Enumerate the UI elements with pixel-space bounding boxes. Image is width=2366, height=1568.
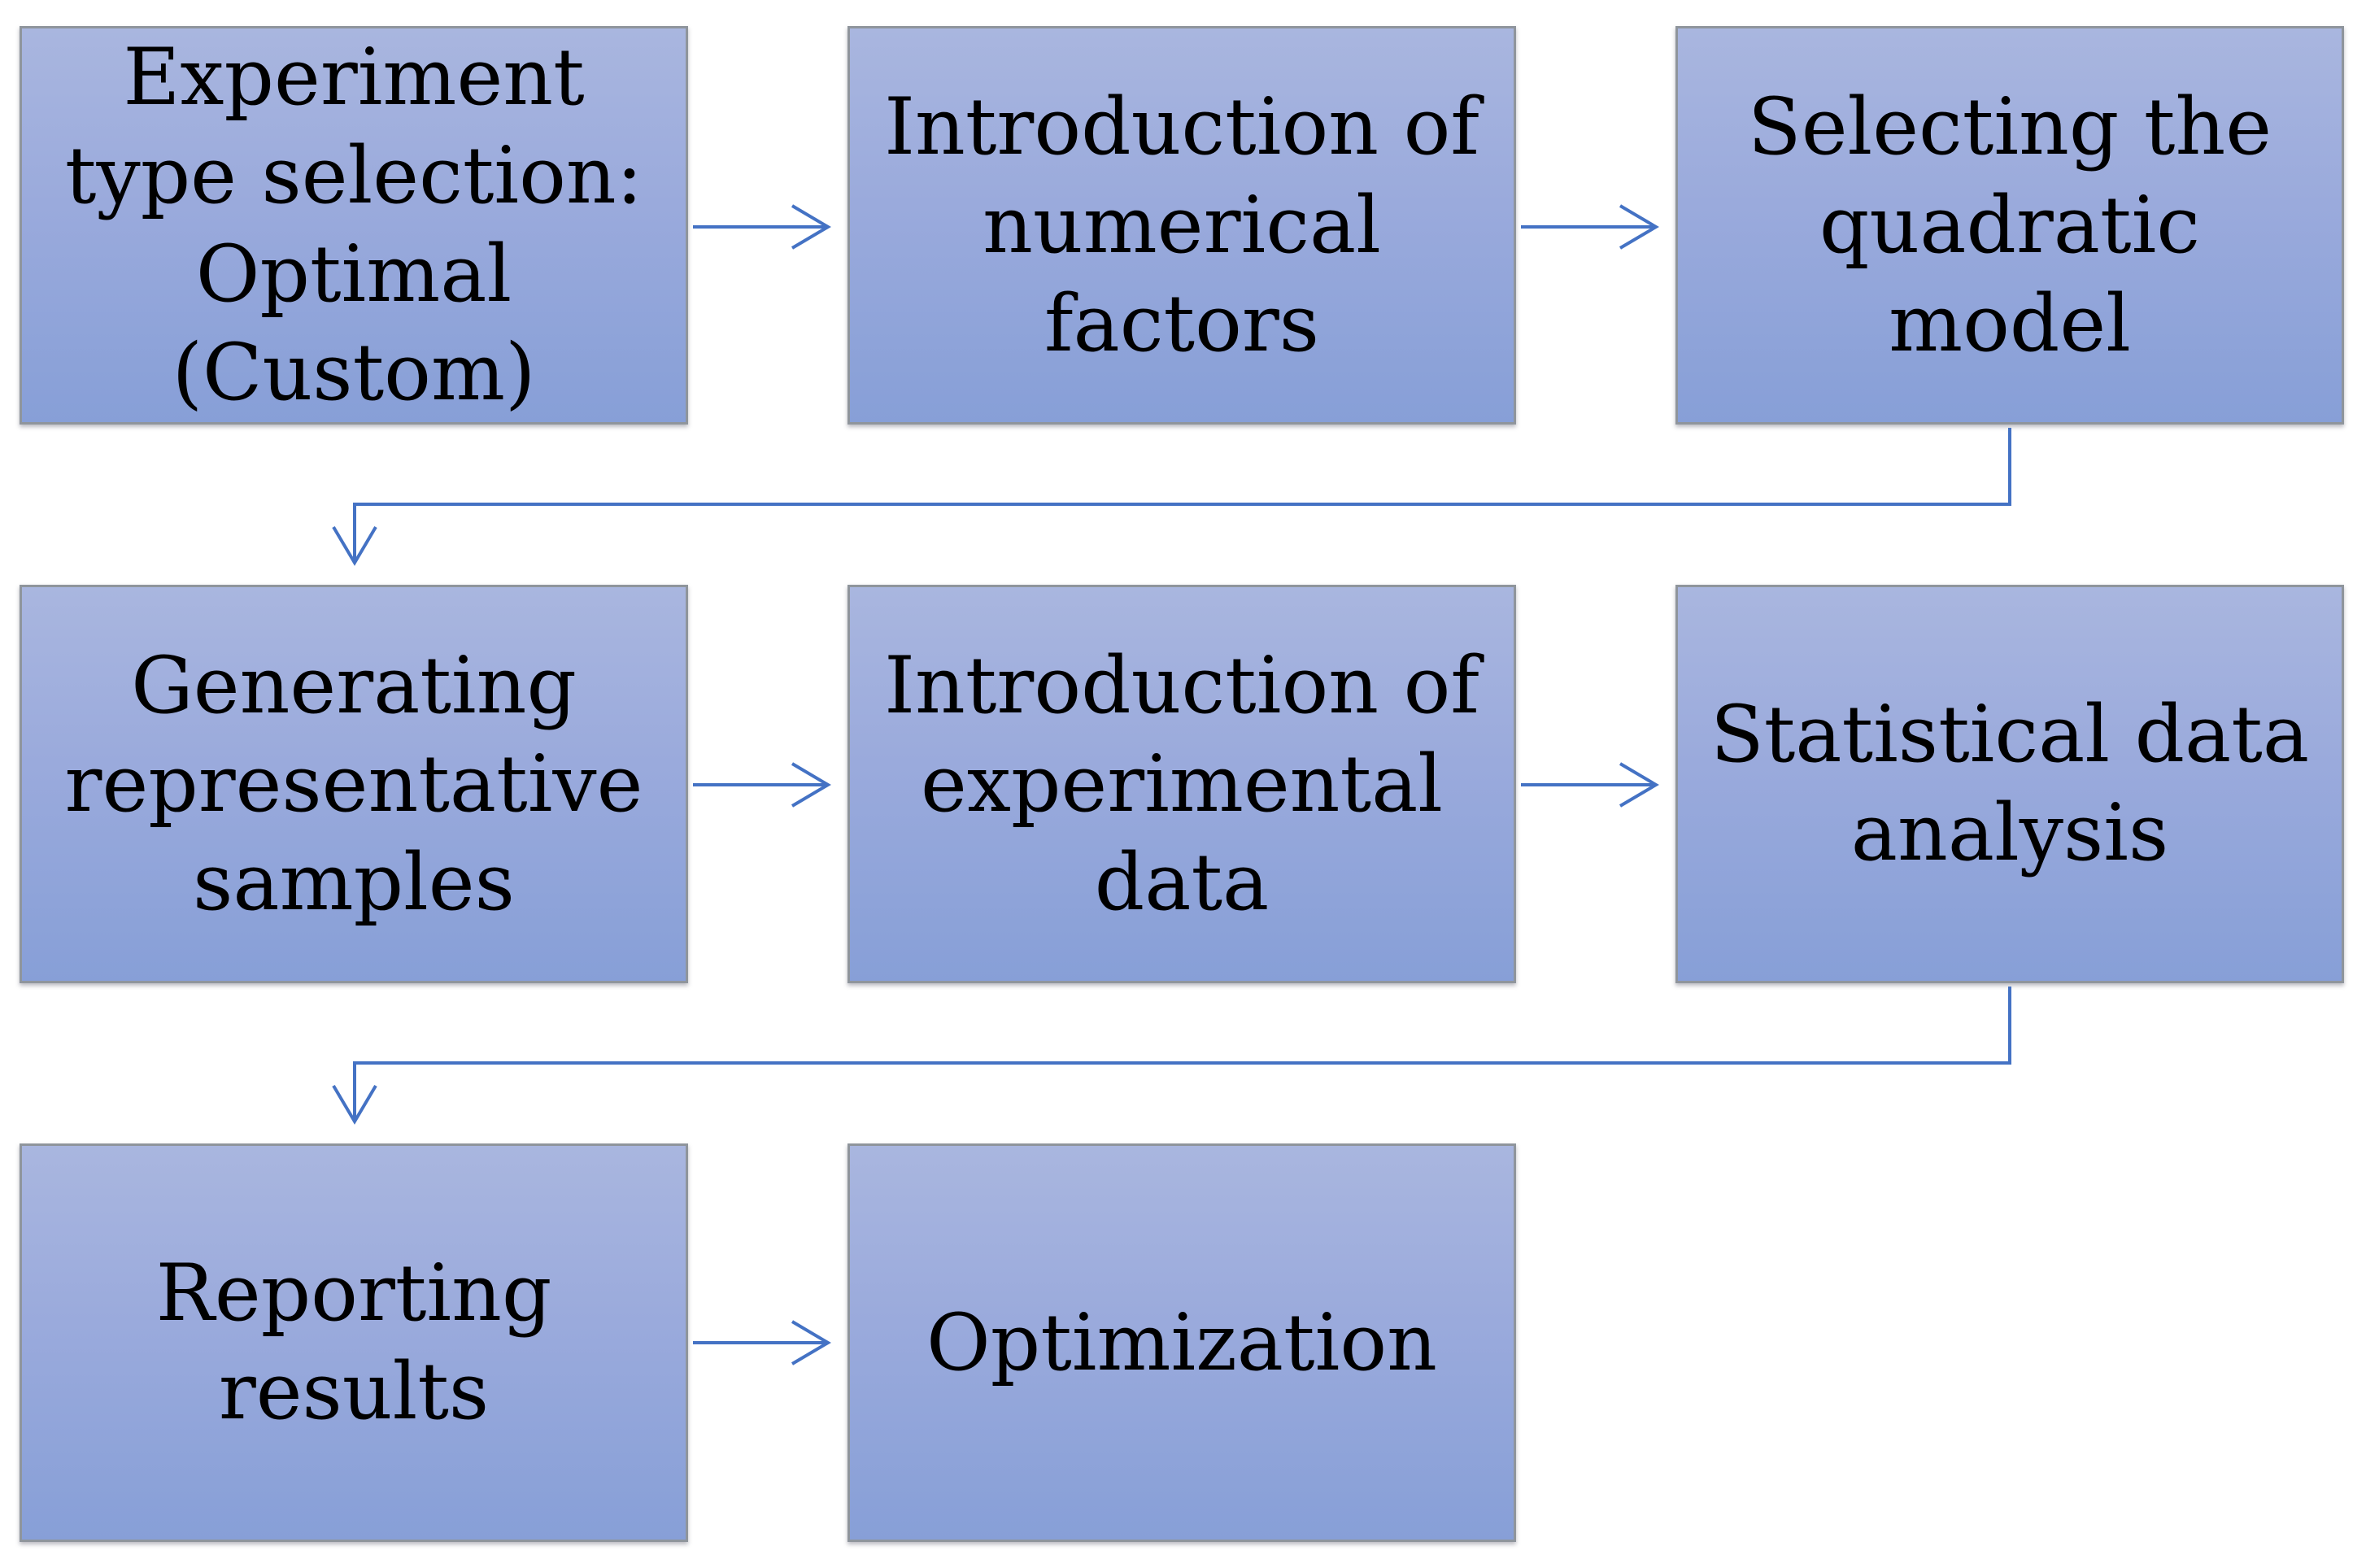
step-numerical-factors: Introduction of numerical factors (847, 26, 1516, 425)
step-quadratic-model: Selecting the quadratic model (1675, 26, 2344, 425)
arrow-step6-to-step7 (332, 987, 2011, 1125)
step-label: Reporting results (155, 1248, 552, 1437)
step-optimization: Optimization (847, 1143, 1516, 1542)
arrow-step5-to-step6 (1521, 762, 1659, 808)
step-label: Introduction of numerical factors (884, 81, 1479, 369)
step-statistical-analysis: Statistical data analysis (1675, 585, 2344, 983)
step-experiment-type-selection: Experiment type selection: Optimal (Cust… (20, 26, 688, 425)
arrow-step1-to-step2 (693, 204, 831, 250)
step-experimental-data: Introduction of experimental data (847, 585, 1516, 983)
arrow-step7-to-step8 (693, 1320, 831, 1365)
step-reporting-results: Reporting results (20, 1143, 688, 1542)
arrow-step2-to-step3 (1521, 204, 1659, 250)
arrow-step4-to-step5 (693, 762, 831, 808)
step-label: Generating representative samples (64, 639, 643, 928)
step-label: Optimization (926, 1296, 1437, 1388)
step-label: Statistical data analysis (1710, 689, 2310, 878)
step-representative-samples: Generating representative samples (20, 585, 688, 983)
step-label: Selecting the quadratic model (1747, 81, 2272, 369)
step-label: Introduction of experimental data (884, 639, 1479, 928)
arrow-step3-to-step4 (332, 428, 2011, 566)
step-label: Experiment type selection: Optimal (Cust… (64, 32, 643, 418)
